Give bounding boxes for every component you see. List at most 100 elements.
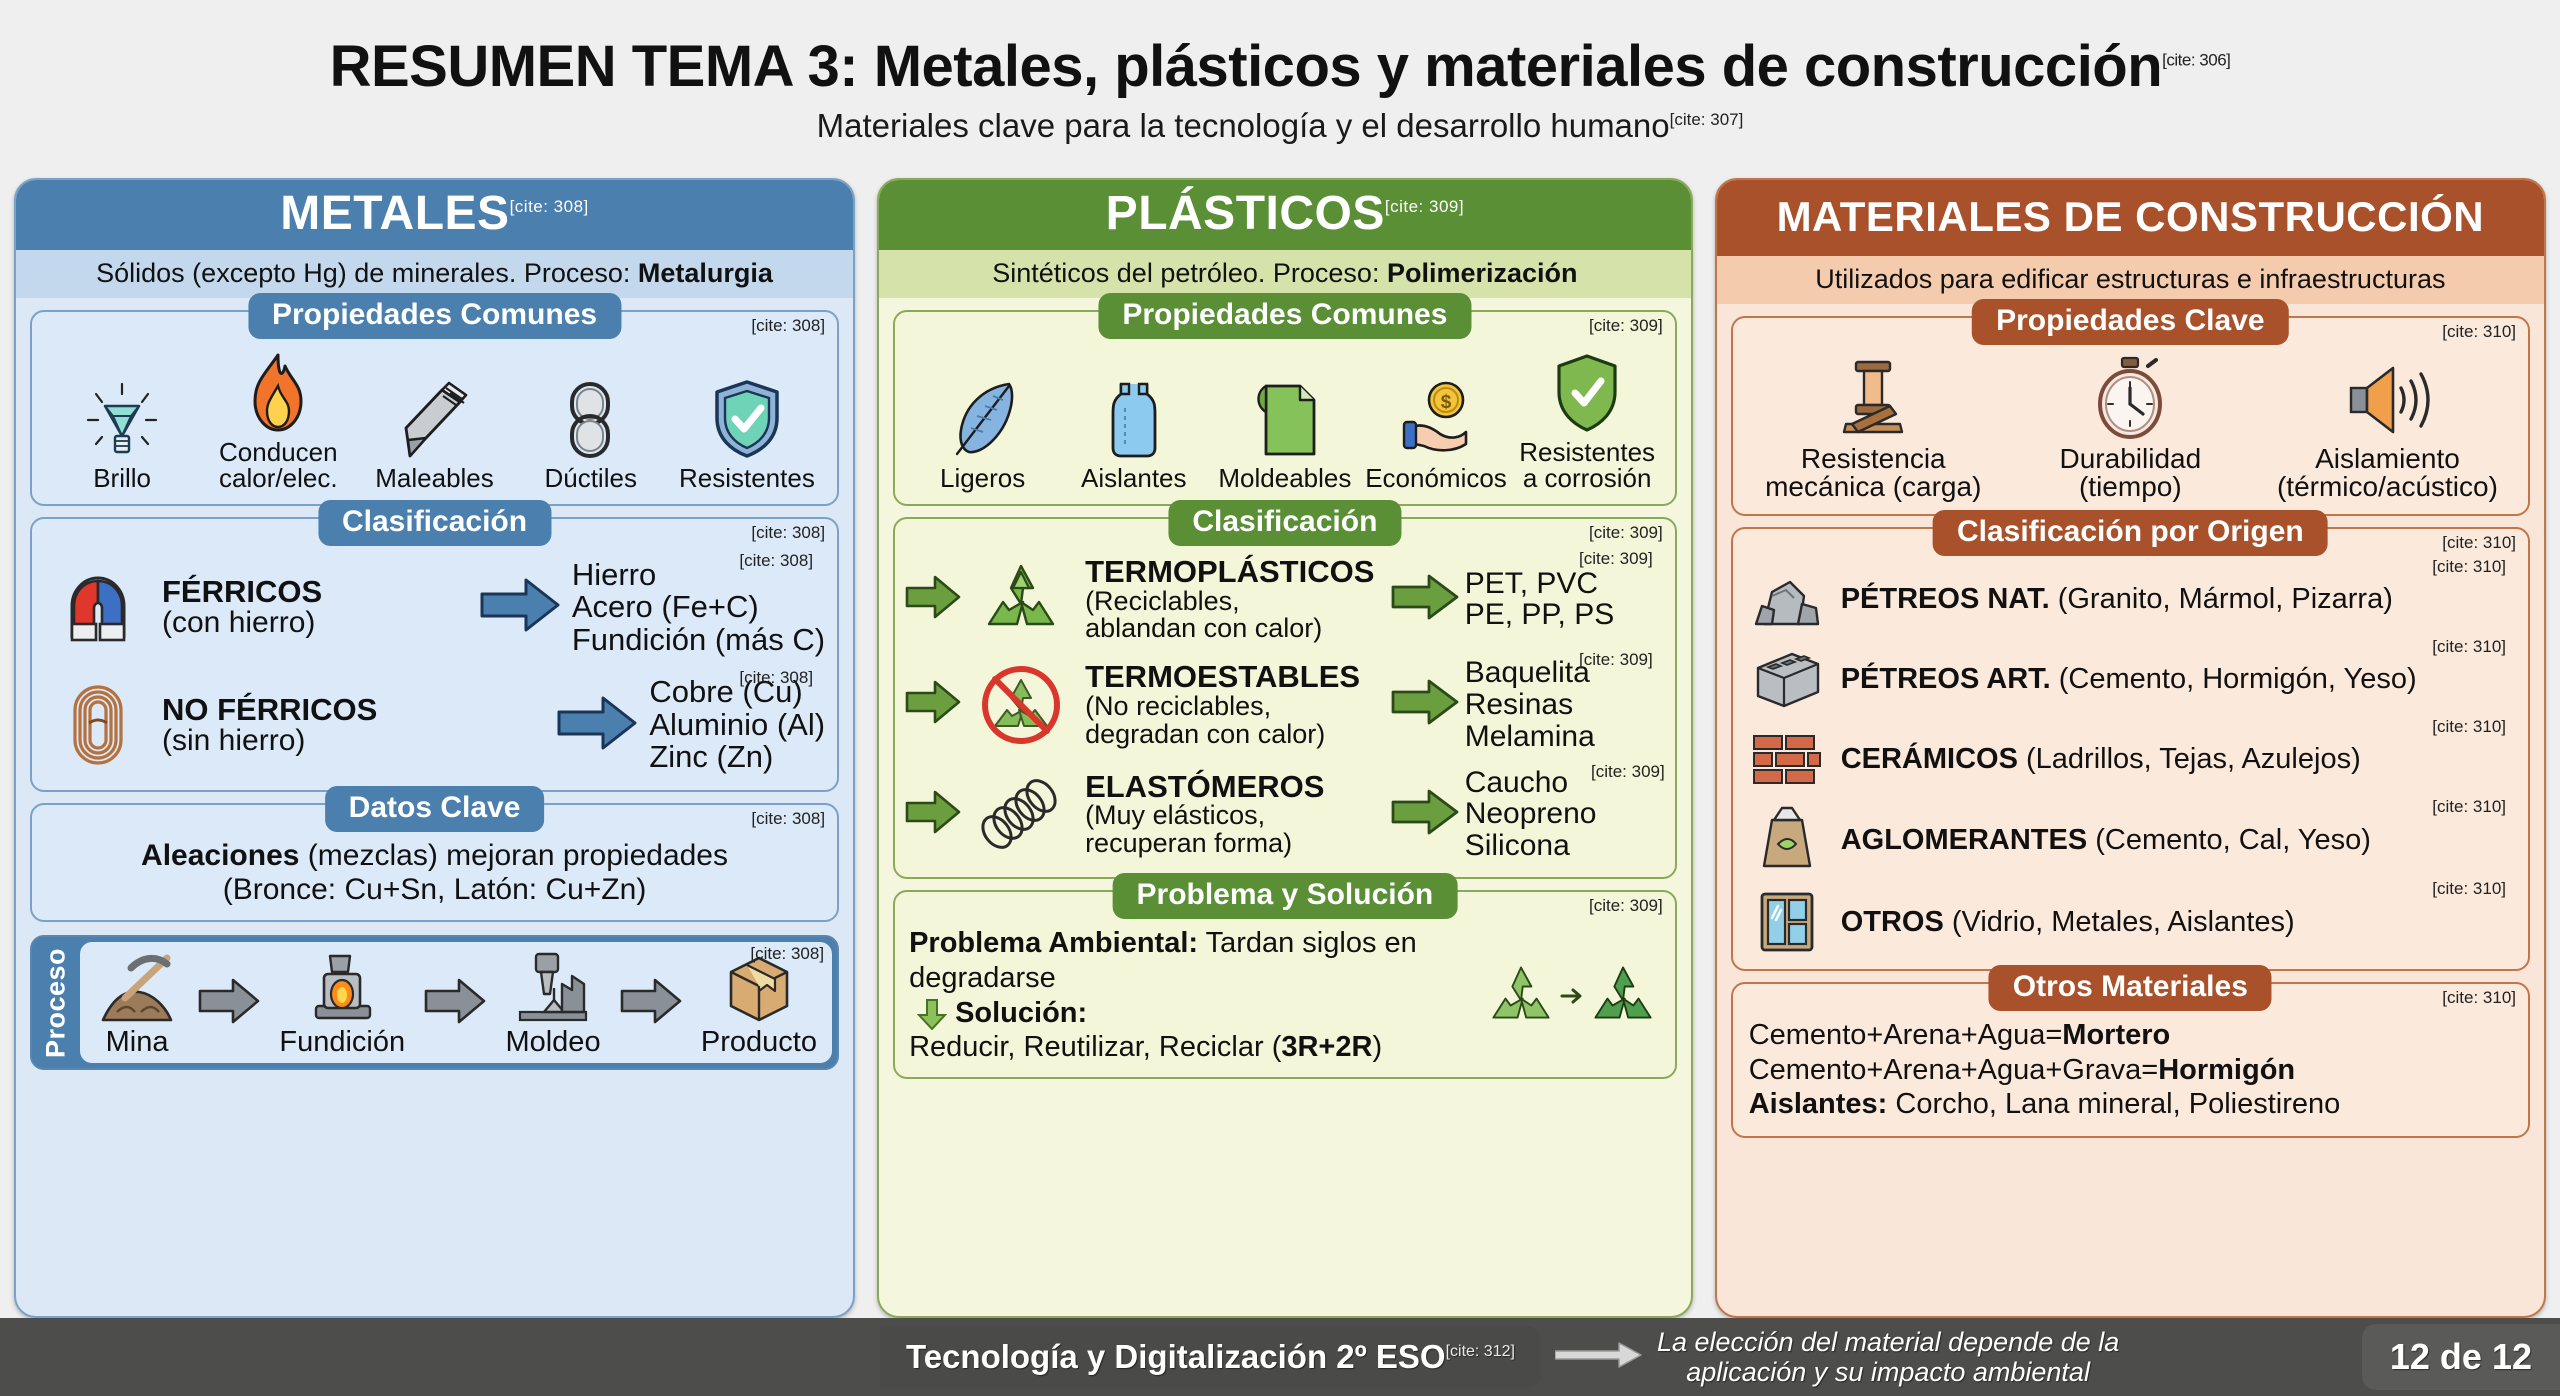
page-title-text: RESUMEN TEMA 3: Metales, plásticos y mat…: [329, 33, 2163, 99]
petreos-nat-detail: (Granito, Mármol, Pizarra): [2049, 582, 2393, 615]
plasticos-classification-cite: [cite: 309]: [1588, 522, 1663, 542]
petreos-nat-text: PÉTREOS NAT. (Granito, Mármol, Pizarra): [1840, 582, 2393, 615]
property-moldeables: Moldeables: [1213, 374, 1357, 492]
brick-wall-icon: [1745, 726, 1829, 792]
plasticos-problem-title: Problema y Solución: [1112, 873, 1458, 920]
ceramicos-text: CERÁMICOS (Ladrillos, Tejas, Azulejos): [1840, 742, 2361, 775]
solution-label: Solución:: [955, 996, 1088, 1029]
columns-container: METALES[cite: 308] Sólidos (excepto Hg) …: [0, 178, 2560, 1318]
metales-properties-row: Brillo Conducen calor/elec.: [44, 342, 825, 492]
property-maleables-label: Maleables: [375, 463, 494, 494]
property-resistencia-label: Resistencia mecánica (carga): [1765, 442, 1982, 503]
others-line1: Cemento+Arena+Agua=: [1748, 1018, 2063, 1051]
process-step-mina-label: Mina: [105, 1026, 169, 1059]
solution-3r: 3R+2R: [1281, 1031, 1373, 1064]
aglomerantes-name: AGLOMERANTES: [1840, 823, 2088, 856]
mine-pickaxe-icon: [95, 948, 179, 1024]
no-ferricos-cite: [cite: 308]: [739, 668, 814, 688]
cement-bag-icon: [1745, 806, 1829, 874]
plastic-bottle-icon: [1103, 374, 1165, 460]
others-line3: Corcho, Lana mineral, Poliestireno: [1887, 1088, 2341, 1121]
construccion-heading: MATERIALES DE CONSTRUCCIÓN: [1716, 180, 2544, 256]
process-cite: [cite: 308]: [750, 944, 825, 964]
flame-icon: [247, 348, 309, 434]
construccion-properties-panel: Propiedades Clave [cite: 310]: [1730, 298, 2530, 516]
elastomeros-examples-text: Caucho Neopreno Silicona: [1464, 765, 1597, 863]
no-ferricos-detail: (sin hierro): [162, 723, 306, 757]
no-ferricos-name: NO FÉRRICOS: [162, 692, 378, 728]
elastomeros-cite: [cite: 309]: [1590, 761, 1665, 781]
process-step-moldeo: Moldeo: [505, 948, 601, 1059]
process-steps: [cite: 308] Mina: [80, 942, 833, 1064]
termoplasticos-text: TERMOPLÁSTICOS (Reciclables, ablandan co…: [1079, 555, 1385, 644]
column-construccion: MATERIALES DE CONSTRUCCIÓN Utilizados pa…: [1714, 178, 2546, 1318]
process-step-fundicion-label: Fundición: [279, 1026, 406, 1059]
property-aislantes-label: Aislantes: [1081, 463, 1187, 494]
property-aislantes: Aislantes: [1062, 374, 1206, 492]
plasticos-subheading-bold: Polimerización: [1386, 258, 1578, 288]
no-ferricos-text: NO FÉRRICOS (sin hierro): [162, 694, 545, 756]
keydata-line2: (Bronce: Cu+Sn, Latón: Cu+Zn): [222, 872, 647, 906]
origin-row-otros: [cite: 310] OTROS (Vidrio, Metales, Aisl…: [1743, 879, 2518, 963]
property-brillo-label: Brillo: [93, 463, 151, 494]
column-plasticos: PLÁSTICOS[cite: 309] Sintéticos del petr…: [877, 178, 1693, 1318]
aglomerantes-text: AGLOMERANTES (Cemento, Cal, Yeso): [1840, 823, 2371, 856]
construccion-others-panel: Otros Materiales [cite: 310] Cemento+Are…: [1730, 964, 2530, 1139]
shield-check-icon: [1553, 348, 1621, 434]
elastomeros-text: ELASTÓMEROS (Muy elásticos, recuperan fo…: [1079, 770, 1385, 859]
ceramicos-name: CERÁMICOS: [1840, 742, 2018, 775]
plasticos-problem-panel: Problema y Solución [cite: 309] Problema…: [893, 873, 1677, 1080]
property-moldeables-label: Moldeables: [1218, 463, 1352, 494]
others-line2-bold: Hormigón: [2158, 1053, 2296, 1086]
petreos-nat-cite: [cite: 310]: [2432, 556, 2506, 576]
plasticos-problem-content: Problema Ambiental: Tardan siglos en deg…: [909, 926, 1661, 1065]
petreos-art-cite: [cite: 310]: [2432, 636, 2506, 656]
ferricos-examples: Hierro Acero (Fe+C) Fundición (más C): [571, 556, 826, 657]
process-step-producto: Producto: [701, 948, 817, 1059]
property-resistentes: Resistentes: [673, 374, 821, 492]
property-ligeros: Ligeros: [911, 374, 1055, 492]
footer-page-number: 12 de 12: [2361, 1324, 2560, 1390]
coin-hand-icon: $: [1396, 374, 1476, 460]
metales-classification-cite: [cite: 308]: [751, 522, 826, 542]
termoplasticos-examples: PET, PVC PE, PP, PS: [1464, 566, 1615, 632]
copper-coil-icon: [44, 679, 152, 771]
property-durabilidad: Durabilidad (tiempo): [2007, 354, 2254, 502]
feather-icon: [947, 374, 1019, 460]
construccion-properties-cite: [cite: 310]: [2442, 321, 2516, 341]
construccion-others-title: Otros Materiales: [1988, 964, 2272, 1011]
aglomerantes-detail: (Cemento, Cal, Yeso): [2087, 823, 2371, 856]
classification-row-no-ferricos: [cite: 308] NO F: [44, 666, 825, 784]
furnace-icon: [302, 948, 382, 1024]
property-resistentes-label: Resistentes: [678, 463, 815, 494]
construccion-others-cite: [cite: 310]: [2442, 987, 2516, 1007]
diamond-shine-icon: [83, 374, 161, 460]
property-economicos: $ Económicos: [1364, 374, 1508, 492]
others-line1-bold: Mortero: [2062, 1018, 2171, 1051]
page-footer: Tecnología y Digitalización 2º ESO[cite:…: [0, 1318, 2560, 1396]
metales-heading-cite: [cite: 308]: [509, 197, 589, 216]
recycle-icon: [969, 558, 1073, 640]
metales-properties-panel: Propiedades Comunes [cite: 308]: [30, 292, 840, 506]
metales-classification-panel: Clasificación [cite: 308] [cite: 308]: [30, 499, 840, 792]
plasticos-properties-title: Propiedades Comunes: [1098, 292, 1472, 339]
arrow-right-icon: [1391, 678, 1459, 731]
property-aislamiento-label: Aislamiento (térmico/acústico): [2276, 442, 2498, 503]
plasticos-heading-cite: [cite: 309]: [1384, 197, 1465, 216]
metales-classification-title: Clasificación: [317, 499, 552, 546]
construccion-subheading: Utilizados para edificar estructuras e i…: [1716, 256, 2544, 304]
plasticos-properties-row: Ligeros Aislantes: [907, 342, 1663, 492]
petreos-art-text: PÉTREOS ART. (Cemento, Hormigón, Yeso): [1841, 663, 2417, 694]
metales-subheading-bold: Metalurgia: [637, 258, 773, 288]
elastomeros-examples: [cite: 309] Caucho Neopreno Silicona: [1464, 762, 1665, 863]
column-metales: METALES[cite: 308] Sólidos (excepto Hg) …: [14, 178, 856, 1318]
origin-row-ceramicos: [cite: 310] CERÁMICOS (Ladrillos, Tejas,…: [1743, 717, 2518, 799]
classification-row-elastomeros: ELASTÓMEROS (Muy elásticos, recuperan fo…: [905, 760, 1665, 869]
classification-row-termoestables: [cite: 309]: [905, 650, 1665, 759]
page-subtitle-cite: [cite: 307]: [1669, 110, 1744, 130]
metales-properties-cite: [cite: 308]: [751, 315, 826, 335]
problem-label: Problema Ambiental:: [909, 927, 1199, 960]
arrow-right-icon: [1554, 1340, 1643, 1375]
footer-course-cite: [cite: 312]: [1445, 1343, 1515, 1360]
petreos-nat-name: PÉTREOS NAT.: [1840, 582, 2050, 615]
